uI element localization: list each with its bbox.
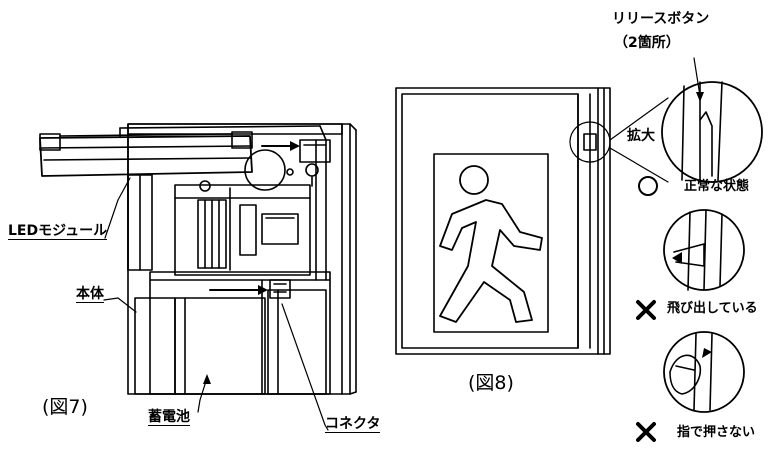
enlarge-label: 拡大 (627, 128, 655, 144)
connector-label: コネクタ (325, 416, 381, 433)
led-module-label: LEDモジュール (8, 223, 108, 240)
fixture-body-drawing (39, 123, 357, 395)
battery-label: 蓄電池 (148, 409, 190, 426)
release-button-label: リリースボタン (612, 11, 710, 27)
figure8-caption: (図8) (468, 372, 514, 394)
no-finger-label: 指で押さない (677, 425, 756, 440)
figure7-caption: (図7) (42, 396, 88, 418)
normal-state-label: 正常な状態 (684, 179, 750, 194)
magnified-view-2 (663, 209, 745, 291)
ng-mark-finger (636, 422, 656, 442)
exit-sign-drawing (395, 87, 669, 355)
release-count-label: （2箇所） (614, 35, 680, 51)
leader-lines-fig7 (103, 177, 329, 431)
main-body-label: 本体 (76, 286, 104, 303)
protruding-label: 飛び出している (667, 301, 758, 316)
magnified-view-1 (661, 57, 763, 183)
ok-mark-circle (638, 176, 658, 196)
magnified-view-3 (663, 331, 745, 413)
ng-mark-protruding (636, 300, 656, 320)
